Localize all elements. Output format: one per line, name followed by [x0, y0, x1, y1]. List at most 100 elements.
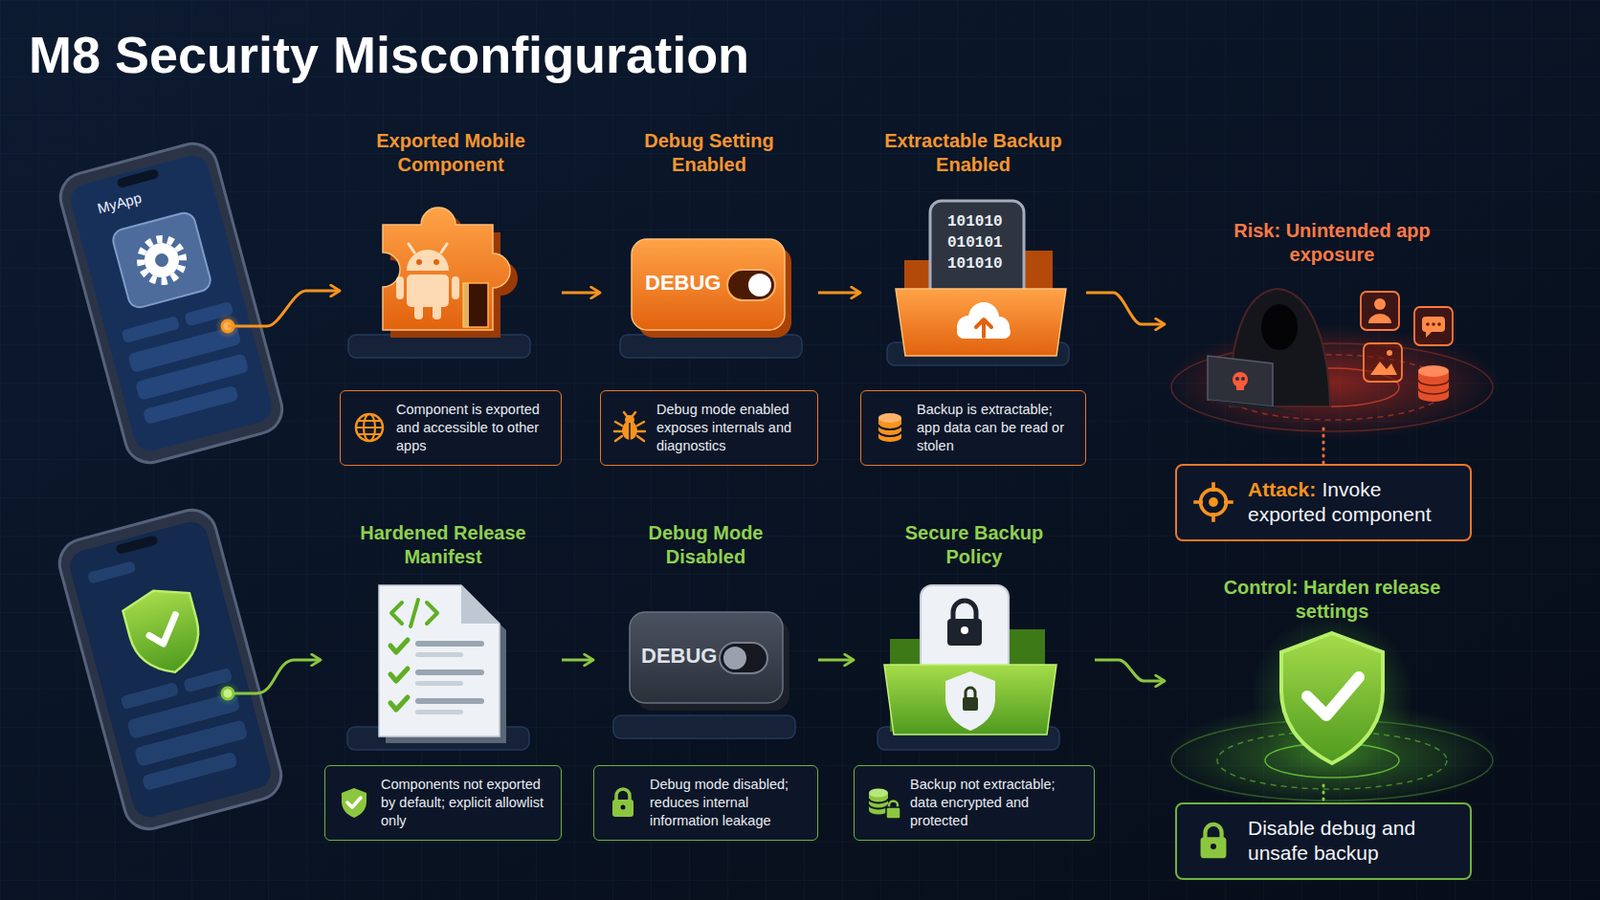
- attacker-illustration: [1232, 372, 1248, 388]
- attacker-illustration: [1425, 322, 1430, 327]
- phone-illustration: [87, 560, 136, 585]
- attacker-illustration: [1360, 291, 1400, 331]
- attacker-illustration: [1207, 355, 1273, 407]
- attacker-illustration: [1431, 322, 1436, 327]
- control-stage-card: Debug Mode DisabledDebug mode disabled; …: [593, 521, 819, 842]
- manifest-document-icon: [391, 600, 438, 627]
- attacker-illustration: [1368, 313, 1392, 324]
- attacker-illustration: [1236, 385, 1245, 391]
- manifest-document-icon: [415, 641, 485, 647]
- stage-heading: Secure Backup Policy: [878, 521, 1070, 570]
- caption-body: Backup not extractable; data encrypted a…: [910, 776, 1083, 831]
- debug-toggle-off: [629, 612, 790, 712]
- caption-icon: [868, 799, 889, 810]
- caption-icon: [605, 785, 641, 821]
- secure-backup-icon: [884, 585, 1057, 735]
- manifest-document-icon: [461, 585, 500, 624]
- icon-label-holder: 101010: [947, 254, 1003, 274]
- caption-box: Backup is extractable; app data can be r…: [860, 390, 1087, 467]
- debug-toggle-on: [727, 269, 776, 301]
- caption-icon: [355, 414, 383, 442]
- attacker-illustration: [1241, 377, 1245, 381]
- attacker-illustration: [1363, 343, 1402, 382]
- connector-group: [227, 290, 1324, 803]
- control-shield-illustration: [1307, 677, 1359, 716]
- caption-box: Debug mode enabled exposes internals and…: [600, 390, 819, 467]
- attacker-illustration: [1386, 350, 1393, 356]
- attacker-illustration: [1235, 377, 1240, 381]
- phone-illustration: [66, 518, 274, 822]
- caption-text: Debug mode enabled exposes internals and…: [656, 400, 806, 456]
- box-icon: [1210, 844, 1217, 850]
- attacker-illustration: [1164, 288, 1500, 441]
- attacker-illustration: [1261, 304, 1298, 351]
- panel-heading: Risk: Unintended app exposure: [1220, 219, 1445, 267]
- manifest-document-icon: [415, 698, 485, 705]
- stage-heading: Debug Mode Disabled: [610, 521, 802, 570]
- caption-icon: [886, 807, 901, 820]
- puzzle-icon: [416, 259, 423, 266]
- caption-text: Backup not extractable; data encrypted a…: [910, 776, 1083, 831]
- caption-icon: [872, 410, 908, 445]
- phone-illustration: [111, 210, 214, 311]
- phone-illustration: [141, 752, 239, 792]
- connector-dot: [215, 681, 241, 707]
- caption-icon: [621, 805, 626, 811]
- dotted-link: [1322, 428, 1326, 465]
- box-icon: [1192, 481, 1235, 524]
- puzzle-icon: [396, 249, 460, 320]
- stage-heading: Extractable Backup Enabled: [877, 129, 1069, 178]
- icon-base: [620, 334, 802, 358]
- backup-folder-icon: [895, 200, 1067, 356]
- attacker-illustration: [1207, 400, 1302, 414]
- backup-folder-icon: [956, 302, 1011, 339]
- caption-text: Backup is extractable; app data can be r…: [916, 400, 1074, 456]
- debug-toggle-on: [748, 273, 772, 297]
- caption-icon: [866, 785, 901, 821]
- binary-text: 010101: [947, 233, 1003, 253]
- caption-icon: [878, 424, 902, 437]
- control-stage-card: Secure Backup PolicyBackup not extractab…: [853, 521, 1095, 842]
- flow-arrow: [227, 290, 340, 327]
- debug-toggle-off: [719, 643, 768, 674]
- caption-icon: [614, 412, 645, 442]
- puzzle-icon: [396, 276, 404, 300]
- secure-backup-icon: [884, 665, 1057, 735]
- debug-toggle-off: [629, 612, 783, 704]
- icon-label-holder: 101010: [947, 212, 1003, 232]
- manifest-document-icon: [378, 585, 500, 737]
- attacker-illustration: [1418, 379, 1449, 395]
- stage-heading: Exported Mobile Component: [355, 129, 547, 178]
- box-body: Attack:Invoke exported component: [1247, 477, 1455, 529]
- flow-arrow: [561, 291, 600, 295]
- phone-illustration: [116, 168, 160, 189]
- box-icon: [1193, 482, 1234, 523]
- risk-stage-card: Extractable Backup EnabledBackup is extr…: [860, 129, 1087, 467]
- debug-toggle-off: [723, 646, 747, 670]
- secure-backup-icon: [965, 688, 976, 699]
- phone-illustration: [53, 505, 287, 836]
- icon-label-holder: DEBUG: [641, 644, 717, 668]
- attack-box: Attack:Invoke exported component: [1175, 464, 1472, 542]
- phone-illustration: [121, 315, 181, 344]
- caption-icon: [336, 785, 372, 821]
- risk-panel: Risk: Unintended app exposure: [1164, 219, 1500, 429]
- title-block: M8 Security Misconfiguration: [28, 24, 750, 85]
- caption-text: Debug mode disabled; reduces internal in…: [649, 776, 806, 831]
- caption-icon: [352, 410, 387, 445]
- icon-base: [613, 715, 796, 739]
- icon-base: [348, 334, 531, 358]
- stage-heading: Debug Setting Enabled: [613, 129, 805, 178]
- flow-arrow: [818, 291, 861, 295]
- puzzle-icon: [406, 274, 449, 308]
- puzzle-icon: [463, 283, 469, 328]
- box-icon: [1208, 497, 1219, 508]
- phone-illustration: [66, 152, 275, 455]
- attacker-illustration: [1370, 361, 1398, 376]
- attacker-illustration: [1374, 298, 1386, 311]
- risk-stage-card: Exported Mobile ComponentComponent is ex…: [339, 129, 562, 467]
- caption-box: Component is exported and accessible to …: [339, 390, 562, 467]
- attacker-illustration: [1437, 322, 1442, 327]
- control-shield-illustration: [1250, 615, 1414, 778]
- manifest-document-icon: [415, 652, 464, 715]
